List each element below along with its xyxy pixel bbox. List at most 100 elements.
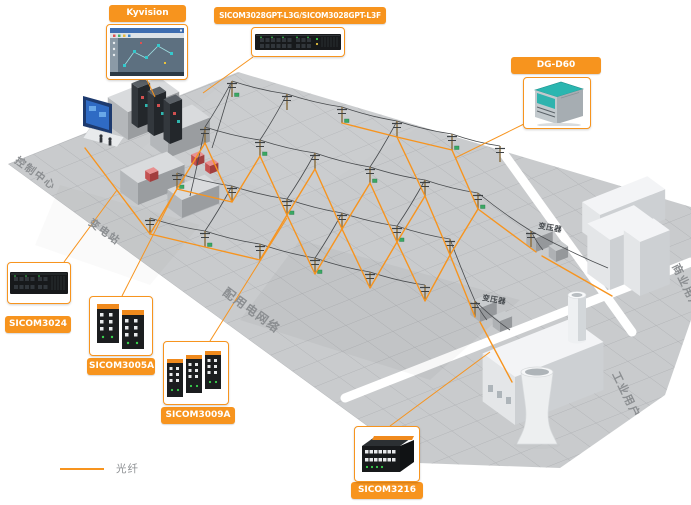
callout-sicom3009a-badge: SICOM3009A bbox=[161, 407, 235, 424]
pole-cabinet bbox=[262, 151, 268, 156]
callout-sicom3028-image-box bbox=[251, 27, 345, 57]
callout-kyvision-image-box bbox=[106, 24, 188, 80]
plane-gap bbox=[499, 149, 637, 337]
utility-pole bbox=[365, 167, 378, 183]
pole-cabinet bbox=[399, 237, 405, 242]
server-rack bbox=[147, 86, 167, 136]
utility-pole bbox=[255, 140, 268, 156]
power-line bbox=[204, 80, 233, 128]
utility-pole bbox=[172, 173, 185, 189]
power-line bbox=[369, 120, 398, 168]
utility-pole bbox=[227, 186, 237, 202]
dg-d60-device bbox=[533, 81, 585, 126]
pole-cabinet bbox=[179, 184, 185, 189]
pole-cabinet bbox=[289, 210, 295, 215]
sicom3009a-device bbox=[167, 351, 221, 397]
substation-transformer bbox=[205, 159, 219, 174]
utility-pole bbox=[392, 226, 405, 242]
fiber-line bbox=[451, 149, 479, 210]
industrial-stacks bbox=[514, 291, 587, 449]
rack-led bbox=[177, 120, 180, 123]
sicom3005a-device bbox=[97, 304, 144, 349]
power-line bbox=[314, 212, 343, 259]
fiber-line bbox=[149, 233, 261, 261]
pole-cabinet bbox=[454, 145, 460, 150]
pole-cabinet bbox=[480, 204, 486, 209]
kyvision-screenshot bbox=[110, 28, 184, 76]
power-line bbox=[149, 217, 426, 286]
substation-building bbox=[120, 151, 185, 205]
callout-connector bbox=[454, 122, 527, 159]
pole-cabinet bbox=[234, 92, 240, 97]
callout-connector bbox=[63, 189, 118, 263]
rack-led bbox=[157, 104, 160, 107]
fiber-network bbox=[84, 122, 613, 383]
callout-sicom3028-badge: SICOM3028GPT-L3G/SICOM3028GPT-L3F bbox=[214, 7, 386, 24]
callout-connectors bbox=[63, 56, 527, 427]
transformer-station-cabinet bbox=[492, 310, 513, 332]
power-line bbox=[231, 80, 501, 147]
control-center bbox=[82, 96, 125, 148]
fiber-line bbox=[176, 142, 206, 190]
pole-cabinet bbox=[317, 269, 323, 274]
fiber-legend-line bbox=[60, 467, 104, 470]
callout-connector bbox=[209, 217, 288, 342]
sicom3216-device bbox=[362, 436, 414, 472]
buildings bbox=[82, 77, 670, 449]
power-line bbox=[530, 230, 609, 269]
utility-pole bbox=[337, 107, 350, 123]
callout-kyvision-badge: Kyvision bbox=[109, 5, 186, 22]
callout-sicom3009a-image-box bbox=[163, 341, 229, 405]
power-line bbox=[259, 93, 288, 141]
server-rack bbox=[163, 94, 183, 144]
callout-sicom3005a-badge: SICOM3005A bbox=[87, 358, 155, 375]
utility-pole bbox=[495, 146, 505, 162]
callout-connector bbox=[389, 351, 491, 427]
utility-pole bbox=[392, 121, 402, 137]
callout-sicom3005a-image-box bbox=[89, 296, 153, 356]
sicom3028-device bbox=[255, 34, 341, 50]
server-rack bbox=[131, 78, 151, 128]
callout-sicom3024-image-box bbox=[7, 262, 71, 304]
utility-pole bbox=[200, 127, 210, 143]
pole-cabinet bbox=[372, 178, 378, 183]
utility-pole bbox=[310, 258, 323, 274]
utility-pole bbox=[255, 244, 265, 260]
utility-pole bbox=[420, 180, 430, 196]
fiber-legend-label: 光纤 bbox=[116, 463, 139, 475]
fiber-line bbox=[479, 321, 513, 383]
fiber-line bbox=[477, 208, 537, 253]
power-line bbox=[204, 185, 233, 232]
utility-pole bbox=[473, 193, 486, 209]
rack-led bbox=[141, 96, 144, 99]
rack-led bbox=[161, 112, 164, 115]
fiber-legend: 光纤 bbox=[60, 461, 139, 476]
callout-dg-d60-badge: DG-D60 bbox=[511, 57, 601, 74]
transformer-station-cabinet bbox=[548, 240, 569, 262]
callout-connector bbox=[202, 56, 254, 94]
callout-connector bbox=[146, 79, 156, 98]
utility-pole bbox=[470, 301, 480, 317]
utility-pole bbox=[310, 153, 320, 169]
power-line bbox=[396, 179, 426, 227]
utility-pole bbox=[365, 272, 375, 288]
transformer-label-2: 变压器 bbox=[482, 292, 507, 306]
fiber-line bbox=[541, 255, 613, 297]
fiber-line bbox=[259, 214, 451, 302]
utility-pole bbox=[282, 94, 292, 110]
pole-cabinet bbox=[344, 118, 350, 123]
rack-led bbox=[173, 112, 176, 115]
utility-pole bbox=[526, 231, 536, 247]
utility-pole bbox=[227, 81, 240, 97]
utility-pole bbox=[200, 231, 213, 247]
utility-pole bbox=[420, 285, 430, 301]
pole-cabinet bbox=[207, 242, 213, 247]
cooling-tower bbox=[516, 371, 558, 445]
callout-sicom3024-badge: SICOM3024 bbox=[5, 316, 71, 333]
rack-led bbox=[145, 104, 148, 107]
power-line bbox=[189, 127, 206, 197]
utility-poles bbox=[145, 81, 536, 317]
callout-connector bbox=[121, 191, 176, 297]
